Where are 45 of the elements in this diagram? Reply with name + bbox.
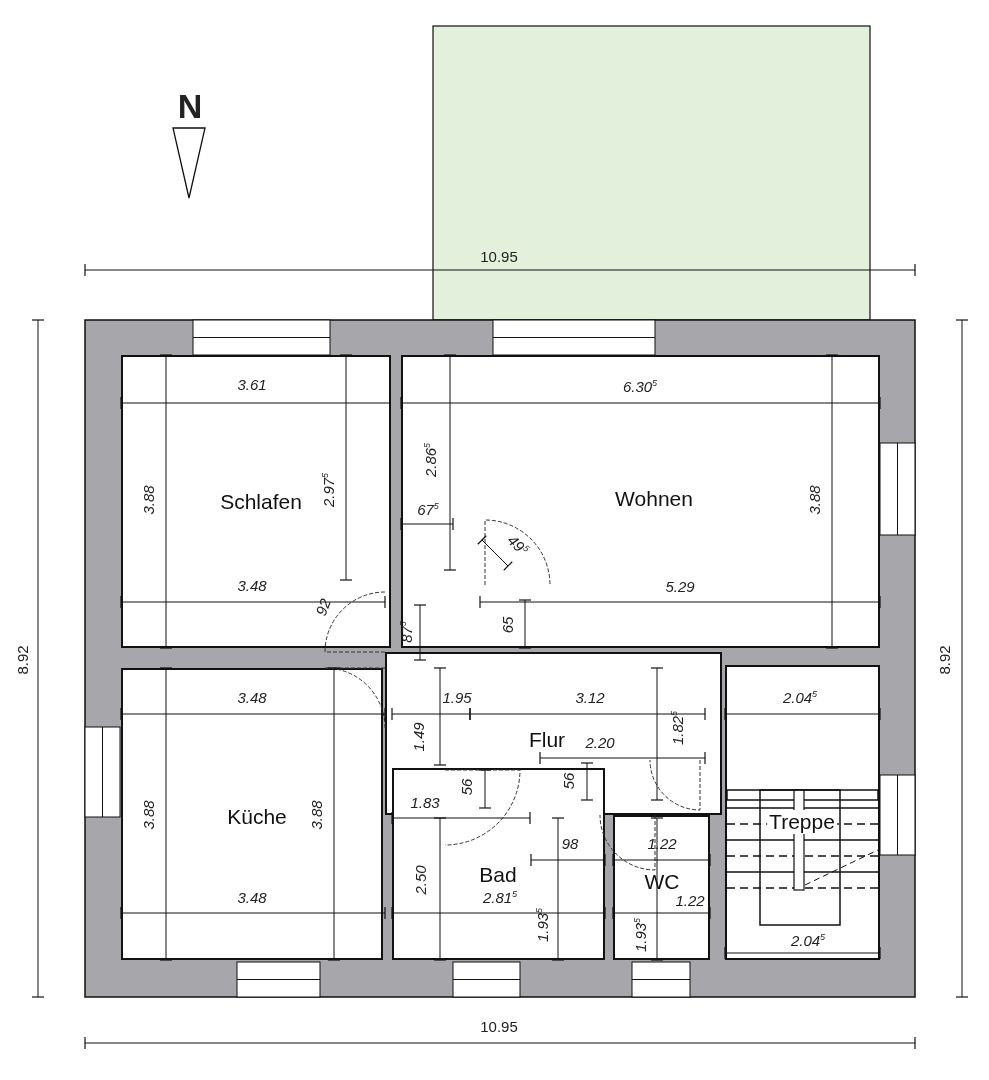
dimension-label: 3.48 <box>237 889 267 905</box>
dimension-label: 56 <box>458 778 474 796</box>
room <box>613 815 710 960</box>
room-name: WC <box>643 870 681 894</box>
dimension-label: 2.20 <box>585 734 615 750</box>
room <box>401 355 880 648</box>
dimension-label: 2.81$^{5}$ <box>482 889 518 905</box>
room-name: Küche <box>226 805 288 829</box>
dimension-label: 1.83 <box>410 794 440 810</box>
room <box>392 768 605 960</box>
dimension-label: 3.12 <box>575 689 605 705</box>
dimension-label: 2.04$^{5}$ <box>790 932 826 948</box>
dimension-label: 3.61 <box>237 376 267 392</box>
dimension-label: 1.95 <box>442 689 472 705</box>
dimension-label: 65 <box>499 616 515 634</box>
dimension-label: 6.30$^{5}$ <box>622 378 658 394</box>
dimension-label: 3.88 <box>140 800 156 830</box>
room-name: Schlafen <box>219 490 303 514</box>
compass-letter: N <box>177 89 203 123</box>
dimension-label: 1.22 <box>647 835 677 851</box>
dimension-label: 2.50 <box>412 865 428 895</box>
dimension-label: 2.04$^{5}$ <box>782 689 818 705</box>
dimension-label: 10.95 <box>480 1018 518 1034</box>
dimension-label: 3.88 <box>140 485 156 515</box>
room <box>121 668 383 960</box>
dimension-label: 10.95 <box>480 248 518 264</box>
dimension-label: 3.48 <box>237 689 267 705</box>
room <box>121 355 391 648</box>
dimension-label: 1.49 <box>410 722 426 752</box>
dimension-label: 98 <box>561 835 579 851</box>
dimension-label: 3.48 <box>237 577 267 593</box>
room <box>725 665 880 960</box>
room-name: Wohnen <box>614 487 694 511</box>
room-name: Bad <box>478 863 518 887</box>
dimension-label: 8.92 <box>14 645 30 675</box>
dimension-label: 3.88 <box>308 800 324 830</box>
dimension-label: 67$^{5}$ <box>417 501 439 517</box>
dimension-label: 8.92 <box>936 645 952 675</box>
dimension-label: 56 <box>560 772 576 790</box>
dimension-label: 5.29 <box>665 578 695 594</box>
dimension-label: 3.88 <box>806 485 822 515</box>
dimension-label: 92 <box>313 596 333 618</box>
room-name: Treppe <box>767 810 837 834</box>
dimension-label: 1.22 <box>675 892 705 908</box>
room-name: Flur <box>527 728 567 752</box>
